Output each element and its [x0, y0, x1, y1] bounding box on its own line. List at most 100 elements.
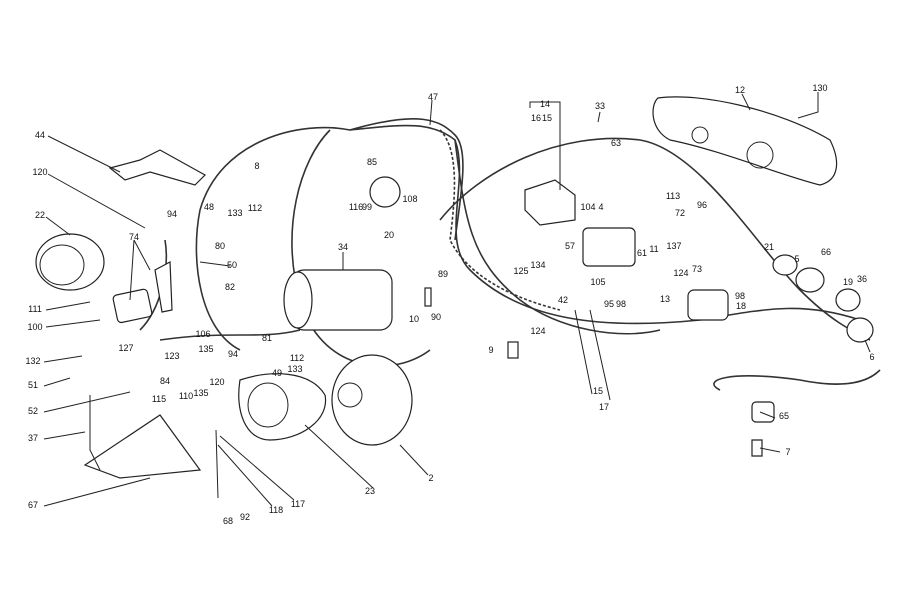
part-label-98: 98 — [735, 291, 745, 301]
part-label-20: 20 — [384, 230, 394, 240]
part-label-113: 113 — [666, 191, 680, 201]
horn — [369, 176, 401, 208]
part-label-82: 82 — [225, 282, 235, 292]
part-label-42: 42 — [558, 295, 568, 305]
part-label-106: 106 — [195, 329, 210, 339]
part-label-105: 105 — [590, 277, 605, 287]
part-label-51: 51 — [28, 380, 38, 390]
part-label-23: 23 — [365, 486, 375, 496]
part-label-10: 10 — [409, 314, 419, 324]
fuse-box — [524, 179, 576, 226]
part-label-48: 48 — [204, 202, 214, 212]
part-label-7: 7 — [785, 447, 790, 457]
alternator — [331, 354, 413, 446]
part-label-15: 15 — [542, 113, 552, 123]
part-label-17: 17 — [599, 402, 609, 412]
part-label-94: 94 — [167, 209, 177, 219]
part-label-72: 72 — [675, 208, 685, 218]
part-label-94: 94 — [228, 349, 238, 359]
part-label-81: 81 — [262, 333, 272, 343]
leader-lines — [43, 92, 871, 507]
part-label-74: 74 — [129, 232, 139, 242]
part-label-90: 90 — [431, 312, 441, 322]
part-label-52: 52 — [28, 406, 38, 416]
components — [35, 96, 874, 499]
part-label-22: 22 — [35, 210, 45, 220]
part-label-118: 118 — [269, 505, 283, 515]
part-label-34: 34 — [338, 242, 348, 252]
part-label-135: 135 — [193, 388, 208, 398]
part-label-84: 84 — [160, 376, 170, 386]
part-label-137: 137 — [666, 241, 681, 251]
part-label-116: 116 — [349, 202, 363, 212]
spiral-sleeve — [439, 129, 561, 311]
part-label-66: 66 — [821, 247, 831, 257]
part-label-134: 134 — [530, 260, 545, 270]
part-label-120: 120 — [209, 377, 224, 387]
part-label-33: 33 — [595, 101, 605, 111]
part-label-16: 16 — [531, 113, 541, 123]
part-label-99: 99 — [362, 202, 372, 212]
part-label-18: 18 — [736, 301, 746, 311]
part-label-11: 11 — [649, 244, 658, 254]
part-label-92: 92 — [240, 512, 250, 522]
part-label-12: 12 — [735, 85, 745, 95]
part-label-36: 36 — [857, 274, 867, 284]
part-label-95: 95 — [604, 299, 614, 309]
instrument-panel — [652, 96, 838, 186]
headlight-right — [238, 373, 327, 441]
part-label-124: 124 — [530, 326, 545, 336]
part-label-14: 14 — [540, 99, 550, 109]
part-label-117: 117 — [291, 499, 305, 509]
part-label-120: 120 — [32, 167, 47, 177]
part-label-4: 4 — [598, 202, 603, 212]
part-label-123: 123 — [164, 351, 179, 361]
part-label-111: 111 — [28, 304, 42, 314]
part-label-130: 130 — [812, 83, 827, 93]
part-label-96: 96 — [697, 200, 707, 210]
part-label-115: 115 — [152, 394, 166, 404]
voltage-regulator — [582, 227, 636, 267]
part-label-49: 49 — [272, 368, 282, 378]
part-label-2: 2 — [428, 473, 433, 483]
part-label-68: 68 — [223, 516, 233, 526]
part-label-73: 73 — [692, 264, 702, 274]
part-label-67: 67 — [28, 500, 38, 510]
part-label-127: 127 — [118, 343, 133, 353]
part-label-124: 124 — [673, 268, 688, 278]
part-label-44: 44 — [35, 130, 45, 140]
part-label-15: 15 — [593, 386, 603, 396]
part-label-133: 133 — [287, 364, 302, 374]
part-label-21: 21 — [764, 242, 774, 252]
part-label-132: 132 — [25, 356, 40, 366]
part-label-57: 57 — [565, 241, 575, 251]
part-label-80: 80 — [215, 241, 225, 251]
part-label-6: 6 — [869, 352, 874, 362]
part-label-135: 135 — [198, 344, 213, 354]
part-label-13: 13 — [660, 294, 670, 304]
part-label-61: 61 — [637, 248, 647, 258]
part-label-125: 125 — [513, 266, 528, 276]
part-label-89: 89 — [438, 269, 448, 279]
part-label-110: 110 — [179, 391, 193, 401]
headlight-left — [35, 233, 105, 291]
part-label-5: 5 — [794, 254, 799, 264]
part-label-19: 19 — [843, 277, 853, 287]
part-label-47: 47 — [428, 92, 438, 102]
part-label-8: 8 — [254, 161, 259, 171]
part-label-104: 104 — [580, 202, 595, 212]
part-label-112: 112 — [290, 353, 304, 363]
part-label-85: 85 — [367, 157, 377, 167]
part-label-37: 37 — [28, 433, 38, 443]
part-label-9: 9 — [488, 345, 493, 355]
part-label-63: 63 — [611, 138, 621, 148]
part-label-133: 133 — [227, 208, 242, 218]
part-label-100: 100 — [27, 322, 42, 332]
part-label-65: 65 — [779, 411, 789, 421]
part-label-108: 108 — [402, 194, 417, 204]
part-label-50: 50 — [227, 260, 237, 270]
part-label-112: 112 — [248, 203, 262, 213]
